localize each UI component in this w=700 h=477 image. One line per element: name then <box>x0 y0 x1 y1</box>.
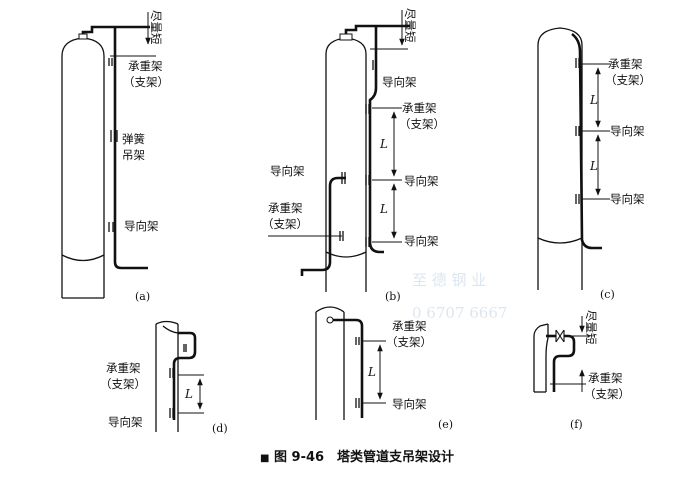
pipe-a-top <box>81 25 150 38</box>
label-c-support-2: （支架） <box>605 73 651 87</box>
label-c-support-1: 承重架 <box>608 57 643 71</box>
figure-caption: 图 9-46 塔类管道支吊架设计 <box>274 449 454 465</box>
watermark-text-2: 0 6707 6667 <box>412 304 507 322</box>
label-b-inner-guide: 导向架 <box>270 164 305 178</box>
label-d-support-2: （支架） <box>100 377 146 391</box>
pipe-b-inner <box>300 176 346 276</box>
label-a-spring-2: 吊架 <box>122 148 145 162</box>
label-f-shortest: 尽量短 <box>584 310 598 345</box>
panel-f <box>533 316 590 393</box>
pipe-b-top <box>344 24 410 34</box>
panel-e-label: (e) <box>438 418 453 431</box>
label-e-L: L <box>367 365 376 379</box>
label-b-support-2: （支架） <box>399 117 445 131</box>
label-e-support-1: 承重架 <box>392 319 427 333</box>
panel-a-label: (a) <box>135 290 150 303</box>
panel-c <box>537 27 610 290</box>
valve-f <box>555 329 565 343</box>
panel-a <box>61 12 156 299</box>
label-f-support-1: 承重架 <box>588 371 623 385</box>
caption-bullet: ■ <box>260 453 269 464</box>
panel-f-label: (f) <box>570 418 583 431</box>
label-a-spring-1: 弹簧 <box>122 132 145 146</box>
label-b-guide-bottom: 导向架 <box>404 234 439 248</box>
pipe-f <box>552 334 576 392</box>
label-d-L: L <box>184 387 193 401</box>
label-c-L1: L <box>589 93 598 107</box>
label-c-L2: L <box>589 159 598 173</box>
label-a-shortest: 尽量短 <box>149 10 163 45</box>
label-b-inner-support-1: 承重架 <box>268 201 303 215</box>
panel-e <box>315 306 386 420</box>
panel-d-label: (d) <box>212 422 228 435</box>
pipe-b-riser <box>368 26 384 254</box>
pipe-e <box>330 318 364 418</box>
pipe-c <box>571 32 602 250</box>
pipe-a-riser <box>113 27 148 270</box>
label-b-L2: L <box>379 202 388 216</box>
label-f-support-2: （支架） <box>584 387 630 401</box>
label-e-guide: 导向架 <box>392 397 427 411</box>
tower-a-top <box>61 37 105 57</box>
label-e-support-2: （支架） <box>386 335 432 349</box>
label-b-support-1: 承重架 <box>402 101 437 115</box>
panel-d <box>155 320 204 432</box>
panel-b <box>268 10 410 292</box>
label-a-guide: 导向架 <box>124 219 159 233</box>
label-c-guide-bottom: 导向架 <box>610 192 645 206</box>
panel-c-label: (c) <box>600 288 615 301</box>
label-d-guide: 导向架 <box>108 415 143 429</box>
label-b-shortest: 尽量短 <box>403 8 417 43</box>
label-a-support-1: 承重架 <box>128 59 163 73</box>
label-b-guide-mid: 导向架 <box>404 174 439 188</box>
label-b-L1: L <box>379 137 388 151</box>
label-b-inner-support-2: （支架） <box>262 217 308 231</box>
tower-a-skirt-seam <box>61 254 105 262</box>
label-a-support-2: （支架） <box>123 75 169 89</box>
panel-b-label: (b) <box>385 290 401 303</box>
tower-c-top <box>537 27 583 46</box>
label-c-guide-mid: 导向架 <box>610 124 645 138</box>
pipe-d <box>172 331 197 420</box>
label-b-guide-top: 导向架 <box>382 75 417 89</box>
watermark-text-1: 至 德 钢 业 <box>412 271 486 289</box>
label-d-support-1: 承重架 <box>106 361 141 375</box>
